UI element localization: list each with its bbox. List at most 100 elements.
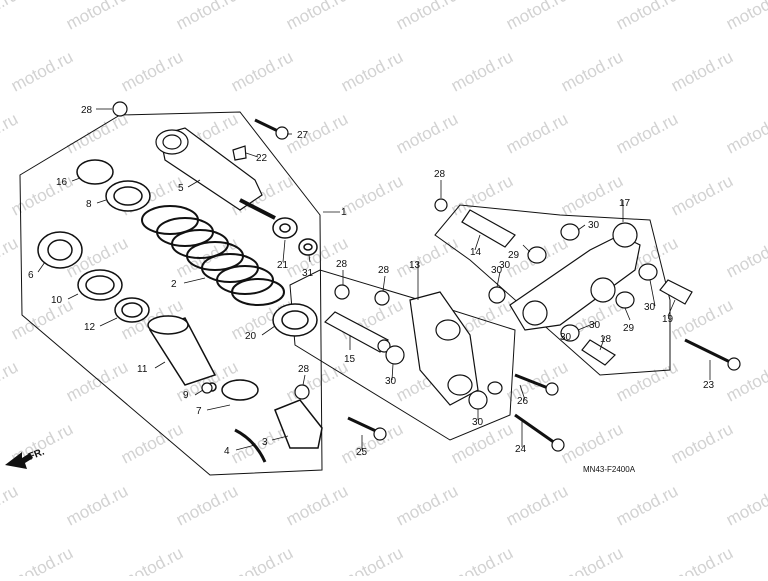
callout-30-c: 30 <box>644 302 656 313</box>
watermark-text-4: motod.ru <box>393 0 461 34</box>
watermark-text-40: motod.ru <box>8 295 76 343</box>
watermark-text-57: motod.ru <box>118 419 186 467</box>
callout-30-e: 30 <box>499 260 511 271</box>
hose-4 <box>234 428 267 463</box>
callout-19: 19 <box>662 314 674 325</box>
callout-8: 8 <box>86 199 92 210</box>
watermark-text-76: motod.ru <box>448 543 516 576</box>
callout-29-a: 29 <box>508 250 520 261</box>
callout-5: 5 <box>178 183 184 194</box>
watermark-text-39: motod.ru <box>723 233 768 281</box>
watermark-text-1: motod.ru <box>63 0 131 34</box>
collar-18 <box>581 339 616 366</box>
watermark-text-72: motod.ru <box>8 543 76 576</box>
callout-29-b: 29 <box>623 323 635 334</box>
watermark-text-35: motod.ru <box>283 233 351 281</box>
watermark-text-7: motod.ru <box>723 0 768 34</box>
watermark-text-36: motod.ru <box>393 233 461 281</box>
callout-9: 9 <box>183 390 189 401</box>
watermark-text-32: motod.ru <box>0 233 21 281</box>
watermark-text-59: motod.ru <box>338 419 406 467</box>
watermark-text-51: motod.ru <box>283 357 351 405</box>
callout-31: 31 <box>302 268 314 279</box>
callout-28-c: 28 <box>336 259 348 270</box>
callout-1: 1 <box>341 207 347 218</box>
callout-21: 21 <box>277 260 289 271</box>
watermark-text-9: motod.ru <box>118 47 186 95</box>
nut-9 <box>201 382 213 394</box>
seal-29-a <box>527 246 547 264</box>
callout-30-d: 30 <box>589 320 601 331</box>
nut-28-c <box>334 284 350 300</box>
drawing-code: MN43-F2400A <box>583 465 636 474</box>
linkage-assembly-outline <box>289 269 516 441</box>
dust-seal-30-a <box>385 345 405 365</box>
callout-20: 20 <box>245 331 257 342</box>
watermark-text-65: motod.ru <box>63 481 131 529</box>
dust-seal-30-e <box>638 263 658 281</box>
callout-11: 11 <box>137 364 148 375</box>
spring-components <box>37 159 323 463</box>
watermark-text-49: motod.ru <box>63 357 131 405</box>
leader-lines <box>37 108 711 451</box>
watermark-text-14: motod.ru <box>668 47 736 95</box>
callout-30-f: 30 <box>385 376 397 387</box>
callout-30-h: 30 <box>560 332 572 343</box>
callout-24: 24 <box>515 444 527 455</box>
watermark-text-77: motod.ru <box>558 543 626 576</box>
bolt-27 <box>254 118 281 134</box>
watermark-text-46: motod.ru <box>668 295 736 343</box>
watermark-text-19: motod.ru <box>283 109 351 157</box>
watermark-text-68: motod.ru <box>393 481 461 529</box>
callout-27: 27 <box>297 130 309 141</box>
watermark-text-20: motod.ru <box>393 109 461 157</box>
watermark-text-75: motod.ru <box>338 543 406 576</box>
callout-23: 23 <box>703 380 715 391</box>
callout-30-a: 30 <box>588 220 600 231</box>
dust-seal-30-d <box>488 286 506 304</box>
shock-arm <box>461 209 693 366</box>
watermark-text-8: motod.ru <box>8 47 76 95</box>
watermark-text-28: motod.ru <box>448 171 516 219</box>
shock-body <box>155 127 276 220</box>
callout-28-b: 28 <box>434 169 446 180</box>
watermark-text-64: motod.ru <box>0 481 21 529</box>
watermark-text-61: motod.ru <box>558 419 626 467</box>
watermark-text-29: motod.ru <box>558 171 626 219</box>
watermark-text-2: motod.ru <box>173 0 241 34</box>
collar-19 <box>659 279 693 305</box>
callout-3: 3 <box>262 437 268 448</box>
collar-14 <box>461 209 516 248</box>
dust-seal-30-f <box>560 324 580 342</box>
collar-15 <box>324 311 389 353</box>
watermark-text-16: motod.ru <box>0 109 21 157</box>
callout-labels: 1 2 3 4 5 6 7 8 9 10 11 12 13 14 15 16 1… <box>28 105 715 458</box>
bolt-24 <box>514 413 556 445</box>
watermark-text-5: motod.ru <box>503 0 571 34</box>
watermark-text-67: motod.ru <box>283 481 351 529</box>
watermark-text-0: motod.ru <box>0 0 21 34</box>
assembly-outlines <box>19 111 671 476</box>
watermark-text-69: motod.ru <box>503 481 571 529</box>
seal-29-b <box>615 291 635 309</box>
watermark-text-66: motod.ru <box>173 481 241 529</box>
callout-18: 18 <box>600 334 612 345</box>
hardware <box>112 101 741 452</box>
callout-12: 12 <box>84 322 96 333</box>
watermark-text-12: motod.ru <box>448 47 516 95</box>
watermark-text-6: motod.ru <box>613 0 681 34</box>
callout-28-d: 28 <box>378 265 390 276</box>
callout-16: 16 <box>56 177 68 188</box>
watermark-text-10: motod.ru <box>228 47 296 95</box>
shock-link <box>324 291 503 410</box>
callout-28-a: 28 <box>81 105 93 116</box>
watermark-text-54: motod.ru <box>613 357 681 405</box>
callout-14: 14 <box>470 247 482 258</box>
callout-6: 6 <box>28 270 34 281</box>
watermark-text-74: motod.ru <box>228 543 296 576</box>
watermark-text-11: motod.ru <box>338 47 406 95</box>
watermark-text-71: motod.ru <box>723 481 768 529</box>
nut-28-e <box>294 384 310 400</box>
callout-17: 17 <box>619 198 631 209</box>
